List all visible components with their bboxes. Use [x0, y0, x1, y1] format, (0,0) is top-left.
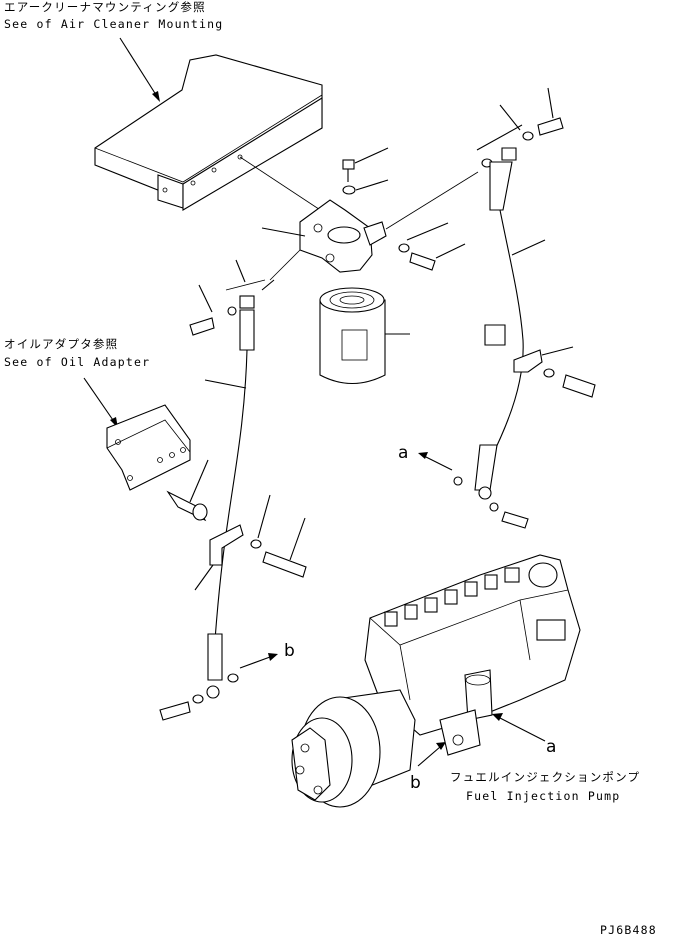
- right-fitting-top: [476, 87, 564, 211]
- oil-adapter-label-en: See of Oil Adapter: [4, 355, 150, 369]
- drawing-number: PJ6B488: [600, 923, 657, 937]
- fuel-filter-cartridge: [319, 287, 410, 384]
- head-bolt: [342, 147, 389, 182]
- arrow-a-upper: [418, 452, 453, 471]
- oil-adapter-bracket: [106, 404, 191, 491]
- arrow-a-lower: [492, 713, 546, 742]
- air-cleaner-label-jp: エアークリーナマウンティング参照: [4, 0, 206, 14]
- fuel-pump-label-jp: フュエルインジェクションポンプ: [450, 770, 640, 784]
- ref-a-lower: a: [546, 737, 556, 757]
- ref-b-upper: b: [284, 641, 295, 661]
- air-cleaner-arrow: [119, 37, 160, 102]
- fuel-injection-pump: [364, 554, 581, 756]
- arrow-b-upper: [239, 653, 278, 669]
- oil-adapter-label-jp: オイルアダプタ参照: [4, 337, 118, 351]
- side-bolt: [398, 222, 466, 271]
- oil-adapter-arrow: [83, 377, 118, 428]
- pump-drive-housing: [291, 689, 416, 808]
- left-fuel-hose: [159, 349, 248, 721]
- arrow-b-lower: [417, 742, 446, 767]
- fuel-pump-label-en: Fuel Injection Pump: [466, 789, 620, 803]
- right-fuel-hose: [453, 209, 596, 529]
- left-clamp-group: [166, 459, 307, 591]
- air-cleaner-label-en: See of Air Cleaner Mounting: [4, 17, 223, 31]
- pump-fittings: [384, 567, 520, 627]
- ref-b-lower: b: [410, 773, 421, 793]
- ref-a-upper: a: [398, 443, 408, 463]
- head-washer: [342, 179, 389, 195]
- filter-head: [261, 171, 479, 281]
- air-cleaner-bracket: [94, 54, 344, 226]
- left-fitting-group: [189, 259, 275, 351]
